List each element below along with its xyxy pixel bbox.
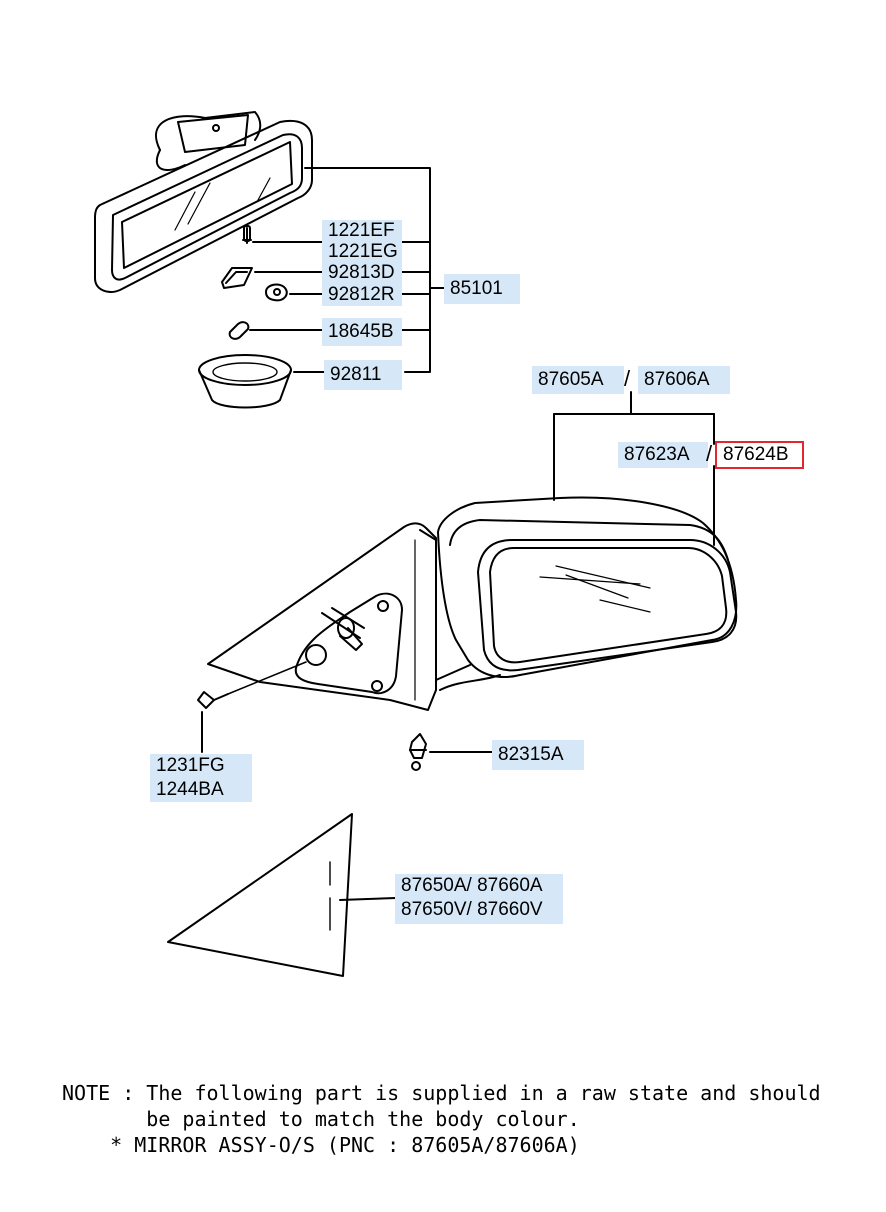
label-1221ef-1221eg[interactable]: 1221EF 1221EG bbox=[322, 220, 402, 264]
label-92812r[interactable]: 92812R bbox=[322, 284, 402, 306]
label-87650a-87660a: 87650A/ 87660A bbox=[401, 875, 543, 896]
label-18645b[interactable]: 18645B bbox=[322, 318, 402, 346]
label-87624b-selected[interactable]: 87624B bbox=[715, 441, 804, 469]
label-85101[interactable]: 85101 bbox=[444, 274, 520, 304]
label-87623a[interactable]: 87623A bbox=[618, 442, 708, 468]
triangle-molding-drawing bbox=[167, 813, 397, 977]
label-87650-87660[interactable]: 87650A/ 87660A 87650V/ 87660V bbox=[395, 874, 563, 924]
label-87605a[interactable]: 87605A bbox=[532, 366, 624, 394]
separator-87623a-87624b: / bbox=[706, 441, 713, 466]
label-1231fg: 1231FG bbox=[156, 755, 225, 776]
separator-87605a-87606a: / bbox=[624, 366, 631, 391]
label-92813d[interactable]: 92813D bbox=[322, 262, 402, 284]
label-1221eg: 1221EG bbox=[328, 241, 398, 262]
note-line-1: NOTE : The following part is supplied in… bbox=[62, 1081, 821, 1105]
outside-mirror-drawing bbox=[197, 496, 738, 771]
label-92811[interactable]: 92811 bbox=[324, 360, 402, 390]
outside-mirror-leaders bbox=[201, 391, 715, 753]
label-87606a[interactable]: 87606A bbox=[638, 366, 730, 394]
note-line-2: be painted to match the body colour. bbox=[62, 1107, 580, 1131]
label-87650v-87660v: 87650V/ 87660V bbox=[401, 899, 543, 920]
label-82315a[interactable]: 82315A bbox=[492, 740, 584, 770]
note-line-3: * MIRROR ASSY-O/S (PNC : 87605A/87606A) bbox=[62, 1133, 580, 1157]
label-1231fg-1244ba[interactable]: 1231FG 1244BA bbox=[150, 754, 252, 802]
label-1244ba: 1244BA bbox=[156, 779, 224, 800]
inside-mirror-leaders bbox=[249, 167, 445, 373]
inside-mirror-drawing bbox=[94, 111, 313, 409]
label-1221ef: 1221EF bbox=[328, 220, 395, 241]
